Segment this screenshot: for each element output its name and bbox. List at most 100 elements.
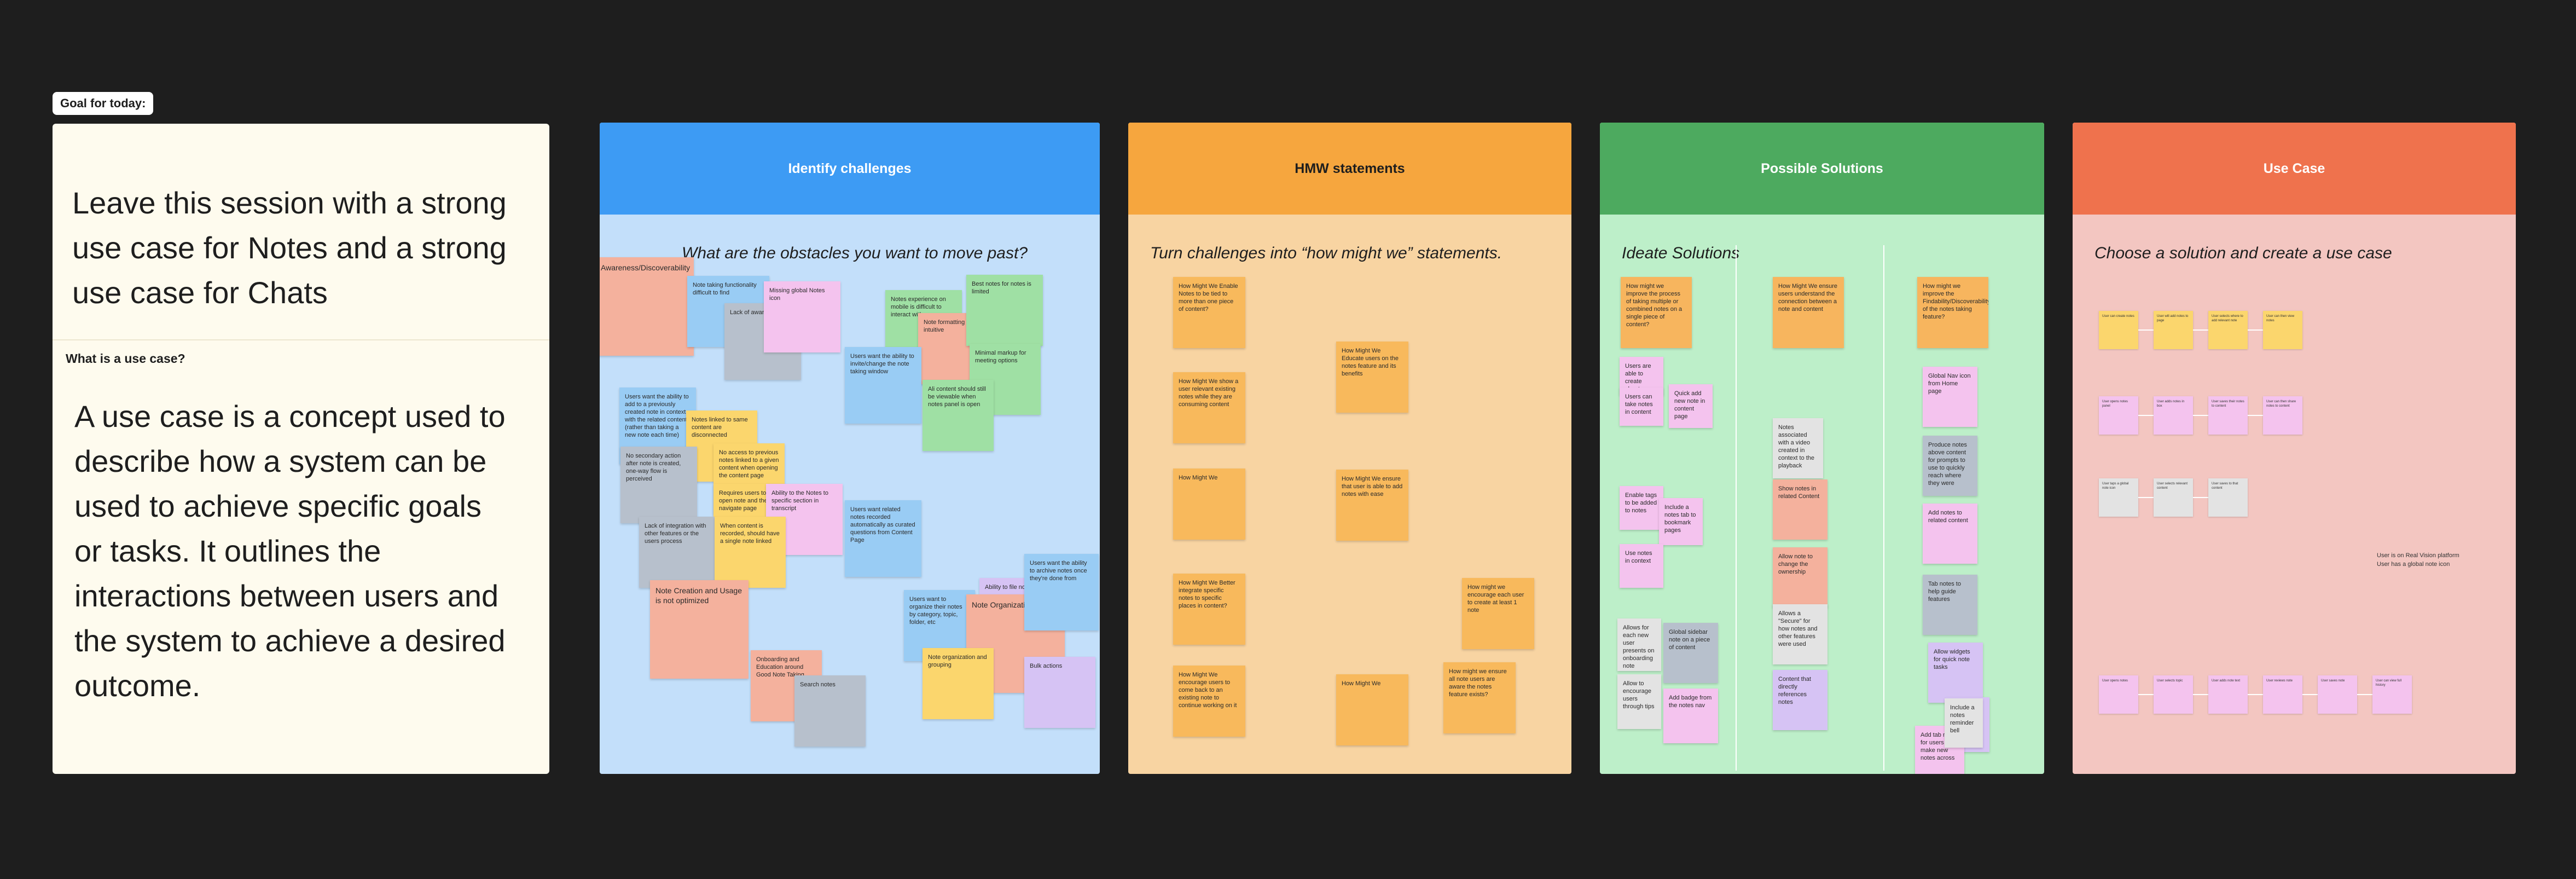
sticky-note[interactable]: Allow widgets for quick note tasks	[1928, 643, 1983, 703]
sticky-note-text: How Might We ensure users understand the…	[1778, 283, 1838, 313]
sticky-note[interactable]: Show notes in related Content	[1773, 479, 1827, 540]
use-case-step-text: User taps a global note icon	[2102, 482, 2129, 490]
sticky-note[interactable]: Notes associated with a video created in…	[1773, 418, 1823, 478]
use-case-step[interactable]: User saves to that content	[2208, 478, 2248, 517]
sticky-note[interactable]: Use notes in context	[1620, 544, 1663, 588]
sticky-note-text: How Might We show a user relevant existi…	[1179, 378, 1239, 408]
sticky-note[interactable]: Users want the ability to invite/change …	[845, 347, 921, 424]
sticky-note[interactable]: Best notes for notes is limited	[966, 275, 1043, 346]
sticky-note[interactable]: How Might We	[1173, 469, 1245, 540]
sticky-note-text: How Might We Educate users on the notes …	[1342, 348, 1399, 377]
sticky-note[interactable]: Note organization and grouping	[923, 648, 994, 719]
sticky-note[interactable]: How Might We Better integrate specific n…	[1173, 574, 1245, 645]
sticky-note[interactable]: When content is recorded, should have a …	[715, 517, 786, 588]
section-hmw-statements[interactable]: HMW statements Turn challenges into “how…	[1128, 123, 1571, 774]
use-case-step[interactable]: User saves note	[2318, 675, 2357, 714]
sticky-note[interactable]: Content that directly references notes	[1773, 670, 1827, 730]
sticky-note-text: Requires users to open note and then nav…	[719, 490, 771, 512]
sticky-note[interactable]: How Might We show a user relevant existi…	[1173, 372, 1245, 443]
sticky-note[interactable]: Allow note to change the ownership	[1773, 547, 1827, 608]
sticky-note[interactable]: Awareness/Discoverability	[600, 257, 694, 356]
use-case-step[interactable]: User reviews note	[2263, 675, 2302, 714]
sticky-note[interactable]: How Might We Enable Notes to be tied to …	[1173, 277, 1245, 348]
goal-card[interactable]: Leave this session with a strong use cas…	[53, 124, 549, 774]
sticky-note[interactable]: Global Nav icon from Home page	[1923, 367, 1977, 427]
flow-arrow	[2193, 329, 2208, 331]
sticky-note-text: Users want to organize their notes by ca…	[909, 596, 962, 626]
sticky-note[interactable]: Enable tags to be added to notes	[1620, 486, 1663, 530]
flow-arrow	[2193, 497, 2208, 498]
sticky-note-text: Add badge from the notes nav	[1669, 695, 1712, 709]
sticky-note[interactable]: Allow to encourage users through tips	[1617, 674, 1661, 729]
sticky-note[interactable]: Add badge from the notes nav	[1663, 689, 1718, 743]
sticky-note-text: How Might We	[1179, 475, 1218, 481]
sticky-note[interactable]: Add notes to related content	[1923, 504, 1977, 564]
use-case-step[interactable]: User opens notes	[2099, 675, 2138, 714]
sticky-note[interactable]: Ali content should still be viewable whe…	[923, 380, 994, 451]
sticky-note-text: Users want the ability to archive notes …	[1030, 560, 1087, 582]
sticky-note[interactable]: How Might We encourage users to come bac…	[1173, 666, 1245, 737]
use-case-step-text: User opens notes panel	[2102, 400, 2128, 408]
section-prompt: Ideate Solutions	[1622, 244, 1740, 262]
sticky-note-text: How might we ensure all note users are a…	[1449, 668, 1507, 698]
section-prompt: Turn challenges into “how might we” stat…	[1150, 244, 1502, 262]
sticky-note[interactable]: Allows for each new user presents on onb…	[1617, 618, 1661, 671]
flow-arrow	[2248, 415, 2263, 416]
use-case-step[interactable]: User will add notes to page	[2154, 311, 2193, 349]
section-identify-challenges[interactable]: Identify challenges What are the obstacl…	[600, 123, 1100, 774]
sticky-note[interactable]: How might we encourage each user to crea…	[1462, 578, 1534, 649]
sticky-note-text: Tab notes to help guide features	[1928, 581, 1961, 603]
use-case-step[interactable]: User taps a global note icon	[2099, 478, 2138, 517]
sticky-note-text: No secondary action after note is create…	[626, 453, 681, 482]
sticky-note[interactable]: Users can take notes in content	[1620, 388, 1663, 426]
sticky-note[interactable]: How Might We ensure that user is able to…	[1336, 470, 1408, 541]
sticky-note[interactable]: How might we improve the Findability/Dis…	[1917, 277, 1988, 348]
sticky-note[interactable]: Note Creation and Usage is not optimized	[650, 580, 749, 679]
sticky-note[interactable]: Search notes	[794, 675, 866, 747]
sticky-note[interactable]: How might we improve the process of taki…	[1621, 277, 1692, 348]
sticky-note[interactable]: Quick add new note in content page	[1669, 384, 1713, 428]
sticky-note[interactable]: Users want related notes recorded automa…	[845, 500, 921, 577]
sticky-note-text: Best notes for notes is limited	[972, 281, 1031, 295]
use-case-step[interactable]: User can create notes	[2099, 311, 2138, 349]
sticky-note[interactable]: Missing global Notes icon	[764, 281, 840, 352]
use-case-step[interactable]: User selects relevant content	[2154, 478, 2193, 517]
sticky-note-text: How Might We Enable Notes to be tied to …	[1179, 283, 1238, 313]
use-case-step[interactable]: User can view full history	[2372, 675, 2412, 714]
sticky-note[interactable]: Bulk actions	[1024, 657, 1095, 728]
sticky-note[interactable]: Produce notes above content for prompts …	[1923, 436, 1977, 496]
use-case-step-text: User adds notes in box	[2157, 400, 2185, 408]
sticky-note[interactable]: Tab notes to help guide features	[1923, 575, 1977, 635]
sticky-note[interactable]: How Might We ensure users understand the…	[1773, 277, 1844, 348]
section-use-case[interactable]: Use Case Choose a solution and create a …	[2073, 123, 2516, 774]
sticky-note[interactable]: How Might We	[1336, 674, 1408, 745]
sticky-note-text: Allow widgets for quick note tasks	[1934, 649, 1970, 670]
section-header: Use Case	[2073, 123, 2516, 215]
use-case-step[interactable]: User adds note text	[2208, 675, 2248, 714]
use-case-step[interactable]: User adds notes in box	[2154, 396, 2193, 435]
sticky-note[interactable]: Include a notes tab to bookmark pages	[1659, 498, 1703, 545]
sticky-note-text: Include a notes tab to bookmark pages	[1664, 504, 1696, 534]
use-case-step[interactable]: User can then share notes to content	[2263, 396, 2302, 435]
use-case-definition: A use case is a concept used to describe…	[74, 399, 506, 703]
sticky-note[interactable]: Allows a "Secure" for how notes and othe…	[1773, 604, 1827, 664]
use-case-step[interactable]: User selects where to add relevant note	[2208, 311, 2248, 349]
use-case-step-text: User can then share notes to content	[2266, 400, 2296, 408]
column-divider	[1736, 245, 1737, 771]
sticky-note[interactable]: How might we ensure all note users are a…	[1443, 662, 1516, 733]
sticky-note[interactable]: Users want the ability to archive notes …	[1024, 554, 1099, 631]
use-case-step[interactable]: User can then view notes	[2263, 311, 2302, 349]
sticky-note-text: Users want related notes recorded automa…	[850, 506, 915, 543]
sticky-note[interactable]: Global sidebar note on a piece of conten…	[1663, 623, 1718, 683]
use-case-step[interactable]: User opens notes panel	[2099, 396, 2138, 435]
sticky-note-text: Content that directly references notes	[1778, 676, 1811, 705]
sticky-note[interactable]: How Might We Educate users on the notes …	[1336, 342, 1408, 413]
sticky-note[interactable]: Lack of integration with other features …	[639, 517, 716, 588]
section-possible-solutions[interactable]: Possible Solutions Ideate Solutions How …	[1600, 123, 2044, 774]
use-case-step[interactable]: User selects topic	[2154, 675, 2193, 714]
sticky-note[interactable]: Add tab notes for users to make new note…	[1915, 726, 1964, 774]
sticky-note[interactable]: Include a notes reminder bell	[1945, 698, 1983, 748]
sticky-note[interactable]: No secondary action after note is create…	[620, 447, 697, 523]
flow-arrow	[2248, 329, 2263, 331]
use-case-step[interactable]: User saves their notes to content	[2208, 396, 2248, 435]
